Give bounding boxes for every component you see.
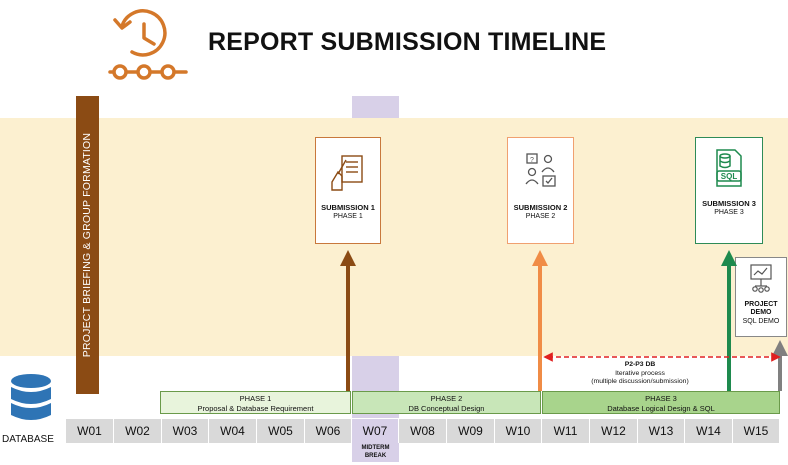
database-icon — [11, 374, 51, 420]
submission-2-card: ? SUBMISSION 2 PHASE 2 — [507, 137, 574, 244]
submission-2-title: SUBMISSION 2 — [513, 203, 568, 212]
submission-3-title: SUBMISSION 3 — [702, 199, 756, 208]
project-demo-card: PROJECT DEMO SQL DEMO — [735, 257, 787, 337]
clock-timeline-icon — [108, 9, 188, 80]
week-cell: W01 — [66, 419, 114, 443]
midterm-line-1: MIDTERM — [361, 445, 390, 451]
week-cell: W15 — [733, 419, 780, 443]
phase-1-name: PHASE 1 — [239, 394, 272, 403]
submission-3-phase: PHASE 3 — [714, 209, 744, 216]
iterative-line-3: (multiple discussion/submission) — [591, 378, 689, 386]
week-cell-midterm: W07 — [352, 419, 399, 443]
phase-3-bar: PHASE 3 Database Logical Design & SQL — [542, 391, 780, 414]
project-demo-title-2: DEMO — [750, 309, 772, 316]
week-cell: W06 — [305, 419, 352, 443]
week-cell: W02 — [114, 419, 162, 443]
submission-1-phase: PHASE 1 — [333, 213, 363, 220]
week-cell: W12 — [590, 419, 638, 443]
week-cell: W05 — [257, 419, 305, 443]
sql-file-icon: SQL — [716, 149, 742, 187]
phase-3-name: PHASE 3 — [645, 394, 677, 403]
week-cell: W08 — [399, 419, 447, 443]
submission-1-title: SUBMISSION 1 — [321, 203, 375, 212]
svg-text:?: ? — [530, 157, 534, 164]
midterm-line-2: BREAK — [364, 453, 387, 459]
week-cell: W11 — [542, 419, 590, 443]
week-cell: W10 — [495, 419, 542, 443]
phase-2-desc: DB Conceptual Design — [408, 403, 485, 413]
week-cell: W13 — [638, 419, 685, 443]
discussion-icon: ? — [524, 153, 556, 187]
database-label: DATABASE — [2, 434, 54, 445]
phase-1-bar: PHASE 1 Proposal & Database Requirement — [160, 391, 351, 414]
project-demo-subtitle: SQL DEMO — [742, 318, 780, 325]
submission-1-card: SUBMISSION 1 PHASE 1 — [315, 137, 381, 244]
phase-3-desc: Database Logical Design & SQL — [607, 403, 715, 413]
phase-1-desc: Proposal & Database Requirement — [197, 403, 314, 413]
week-cell: W04 — [209, 419, 257, 443]
iterative-label: P2-P3 DB — [624, 361, 656, 368]
midterm-break-label: MIDTERM BREAK — [352, 443, 399, 462]
phase-2-name: PHASE 2 — [430, 394, 463, 403]
presentation-icon — [750, 264, 772, 293]
submission-2-phase: PHASE 2 — [525, 213, 556, 220]
briefing-bar — [76, 96, 99, 394]
document-writing-icon — [331, 155, 363, 191]
phase-2-bar: PHASE 2 DB Conceptual Design — [352, 391, 541, 414]
svg-text:SQL: SQL — [721, 172, 738, 181]
submission-3-card: SQL SUBMISSION 3 PHASE 3 — [695, 137, 763, 244]
iterative-note: P2-P3 DB Iterative process (multiple dis… — [570, 361, 710, 387]
week-cell: W09 — [447, 419, 495, 443]
page-title: REPORT SUBMISSION TIMELINE — [208, 28, 607, 56]
week-cell: W03 — [162, 419, 209, 443]
midterm-column-top — [352, 96, 399, 118]
project-demo-title-1: PROJECT — [744, 301, 778, 308]
timeline-band — [0, 118, 788, 356]
week-cell: W14 — [685, 419, 733, 443]
iterative-line-2: Iterative process — [615, 369, 665, 377]
